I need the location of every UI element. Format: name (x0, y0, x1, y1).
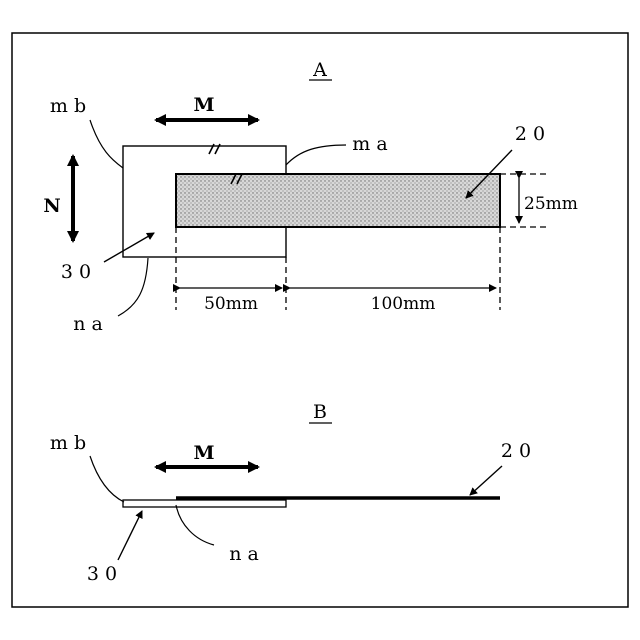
panel-a-mb-leader (90, 120, 123, 168)
panel-a-title: A (312, 59, 327, 81)
panel-a-m-label: M (193, 94, 214, 116)
panel-b-mb-label: m b (50, 432, 86, 454)
panel-b-30-arrow (118, 511, 142, 560)
panel-a-na-label: n a (73, 313, 103, 335)
panel-b-na-leader (176, 505, 214, 545)
panel-b-m-label: M (193, 442, 214, 464)
outer-frame (12, 33, 628, 607)
panel-a-overlap-label: 50mm (204, 294, 258, 314)
panel-a-ma-leader (286, 145, 346, 165)
panel-a-30-label: 3 0 (61, 261, 91, 283)
panel-b-20-arrow (470, 466, 502, 495)
panel-a-ma-label: m a (352, 133, 387, 155)
panel-b-30-label: 3 0 (87, 563, 117, 585)
panel-b-na-label: n a (229, 543, 259, 565)
panel-a-width-label: 25mm (524, 194, 578, 214)
panel-b-substrate-30 (123, 500, 286, 507)
panel-b-title: B (313, 401, 327, 423)
panel-a-strip-20 (176, 174, 500, 227)
panel-a-mb-label: m b (50, 95, 86, 117)
panel-a-na-leader (118, 258, 148, 316)
panel-a-free-label: 100mm (371, 294, 436, 314)
panel-b-20-label: 2 0 (501, 440, 531, 462)
panel-a-n-label: N (43, 195, 60, 217)
panel-b-mb-leader (90, 456, 124, 502)
panel-a-20-label: 2 0 (515, 123, 545, 145)
